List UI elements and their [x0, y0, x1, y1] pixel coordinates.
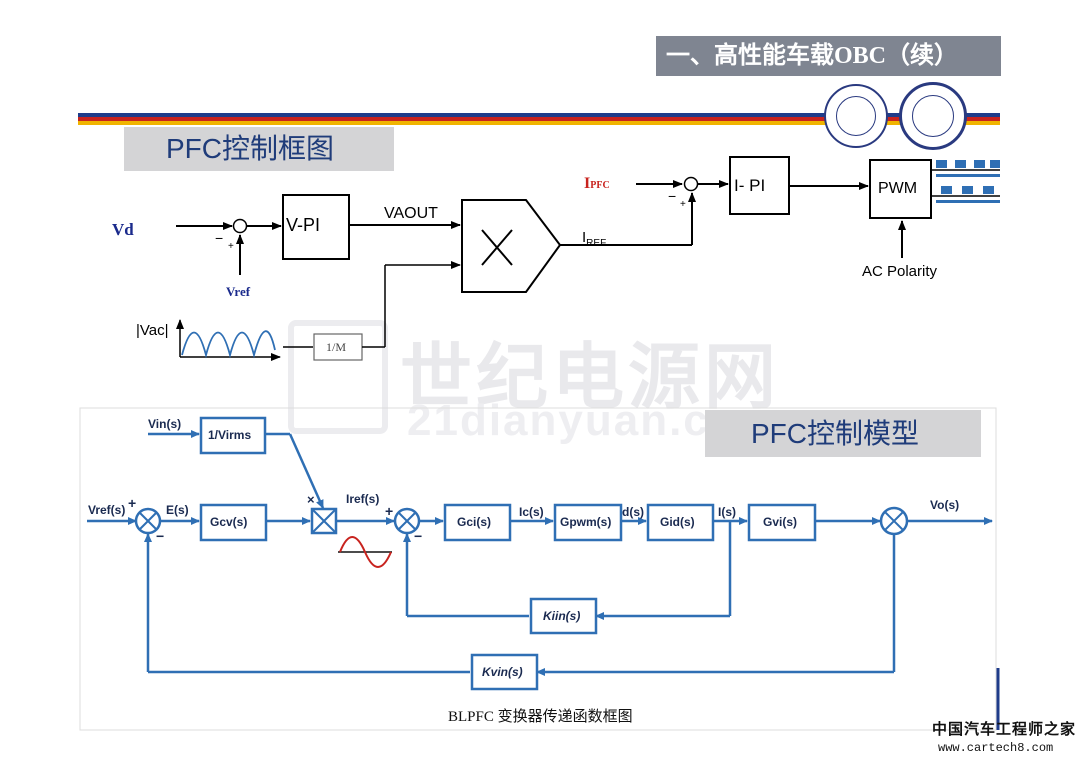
pfc-block-diagram-title: PFC控制框图	[124, 127, 394, 171]
gci-block	[443, 503, 512, 542]
e-summer-plus: +	[128, 495, 137, 511]
ipfc-label: IPFC	[584, 175, 610, 192]
i-pi-label: I- PI	[734, 176, 766, 195]
ic-s-label: Ic(s)	[519, 505, 544, 519]
v-pi-label: V-PI	[286, 215, 321, 235]
multiplier-block	[461, 199, 562, 293]
watermark-logo	[288, 320, 388, 434]
watermark-cn: 世纪电源网	[400, 338, 781, 418]
i-summer-minus-b: −	[414, 528, 423, 544]
d-s-label: d(s)	[622, 505, 644, 519]
gid-label: Gid(s)	[660, 515, 695, 529]
ac-polarity-label: AC Polarity	[862, 263, 938, 280]
gvi-label: Gvi(s)	[763, 515, 798, 529]
multiplier-times: ×	[307, 492, 315, 507]
diagram-caption: BLPFC 变换器传递函数框图	[448, 709, 633, 725]
v-summer-minus: −	[215, 230, 224, 246]
bottom-panel-frame	[79, 407, 997, 731]
i-s-label: I(s)	[718, 505, 736, 519]
iref-s-label: Iref(s)	[346, 492, 380, 506]
vo-s-label: Vo(s)	[930, 498, 960, 512]
gcv-block	[199, 503, 268, 542]
i-summer	[683, 176, 699, 192]
sine-waveform	[339, 536, 392, 568]
gpwm-label: Gpwm(s)	[560, 515, 612, 529]
gid-block	[646, 503, 715, 542]
gpwm-block	[553, 503, 623, 542]
kvin-label: Kvin(s)	[482, 665, 523, 679]
pfc-control-model-title: PFC控制模型	[705, 410, 981, 457]
slide-title: 一、高性能车载OBC（续）	[656, 36, 1001, 76]
v-summer	[232, 218, 248, 234]
kvin-block	[470, 653, 539, 691]
vac-label: |Vac|	[136, 322, 169, 339]
footer-url: www.cartech8.com	[938, 741, 1054, 755]
virms-block	[199, 416, 267, 455]
v-summer-plus: +	[228, 241, 234, 252]
footer-source: 中国汽车工程师之家	[932, 722, 1077, 738]
i-summer-plus: +	[680, 199, 686, 210]
vac-waveform	[181, 330, 276, 359]
institute-logo-icon	[899, 82, 967, 150]
i-summer-minus: −	[668, 188, 677, 204]
vin-label: Vin(s)	[148, 417, 182, 431]
header-stripes	[78, 113, 1000, 125]
e-s-label: E(s)	[166, 503, 189, 517]
i-summer-plus-b: +	[385, 503, 394, 519]
e-summer-minus: −	[156, 528, 165, 544]
one-over-m-label: 1/M	[326, 340, 347, 354]
gvi-block	[747, 503, 817, 542]
vd-label: Vd	[112, 220, 134, 239]
pwm-signal-icon	[936, 160, 1000, 203]
vref-s-label: Vref(s)	[88, 503, 126, 517]
vref-label: Vref	[226, 284, 251, 299]
v-pi-block	[282, 194, 350, 260]
kiin-block	[529, 597, 598, 635]
pwm-block	[869, 159, 932, 219]
kiin-label: Kiin(s)	[543, 609, 581, 623]
gci-label: Gci(s)	[457, 515, 492, 529]
vaout-label: VAOUT	[384, 205, 438, 222]
zju-logo-icon	[824, 84, 888, 148]
pwm-label: PWM	[878, 180, 918, 197]
gcv-label: Gcv(s)	[210, 515, 248, 529]
iref-label: IREF	[582, 229, 607, 249]
virms-label: 1/Virms	[208, 428, 252, 442]
